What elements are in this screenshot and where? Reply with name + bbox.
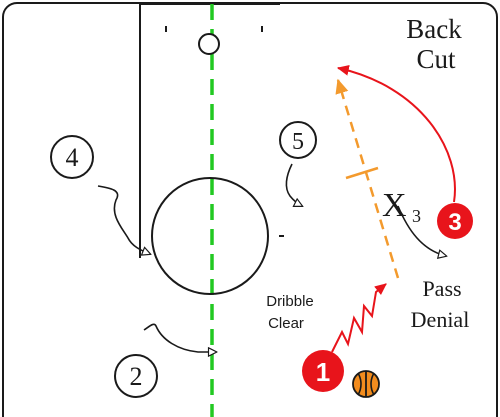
player-4-number: 4: [66, 143, 79, 172]
back-cut-arrow: [336, 65, 456, 203]
pass-label-line2: Denial: [411, 307, 470, 332]
player-5: 5: [279, 121, 317, 159]
play-title-line2: Cut: [416, 44, 456, 74]
pass-arrow: [335, 78, 400, 279]
basket: [198, 33, 220, 55]
player-5-number: 5: [292, 129, 304, 155]
dribble-label-line1: Dribble: [266, 293, 314, 310]
player-5-cut-arrow: [285, 163, 302, 206]
defender-subscript: 3: [412, 206, 421, 226]
pass-tick: [345, 166, 379, 180]
player-4: 4: [50, 135, 94, 179]
defender-x3: X 3: [382, 187, 421, 226]
basketball-icon: [352, 370, 380, 398]
player-4-cut-arrow: [97, 185, 150, 254]
dribble-label-line2: Clear: [268, 315, 304, 332]
player-2: 2: [114, 354, 158, 398]
player-1-number: 1: [316, 357, 330, 387]
free-throw-circle: [151, 177, 269, 295]
play-title-line1: Back: [406, 14, 462, 44]
player-3-number: 3: [448, 209, 461, 236]
defender-deny-arrow: [397, 205, 446, 256]
defender-label: X: [382, 187, 407, 224]
player-1: 1: [302, 350, 344, 392]
player-3: 3: [437, 203, 473, 239]
player-2-number: 2: [130, 362, 143, 391]
dribble-arrow: [331, 283, 387, 353]
player-2-cut-arrow: [143, 323, 216, 352]
pass-label-line1: Pass: [422, 276, 461, 301]
